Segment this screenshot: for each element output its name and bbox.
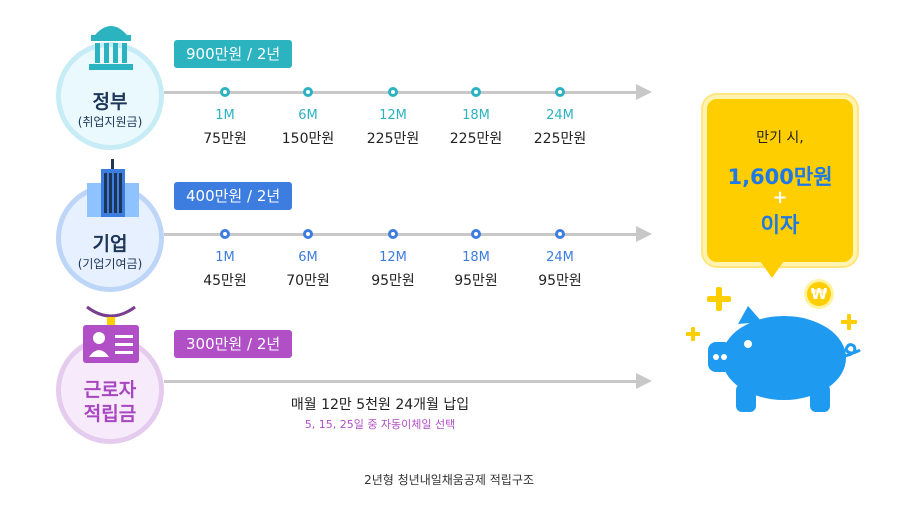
maturity-bubble: 만기 시, 1,600만원 + 이자 (703, 95, 857, 266)
milestone-label: 1M (195, 250, 255, 265)
milestone-label: 18M (446, 250, 506, 265)
government-subtitle: (취업지원금) (61, 113, 159, 130)
amount-label: 70만원 (268, 270, 348, 290)
amount-label: 150만원 (268, 128, 348, 148)
milestone-dot (303, 229, 313, 239)
government-timeline (164, 91, 638, 94)
company-total-pill: 400만원 / 2년 (174, 182, 292, 210)
milestone-dot (555, 87, 565, 97)
milestone-label: 18M (446, 108, 506, 123)
worker-total-pill: 300만원 / 2년 (174, 330, 292, 358)
amount-label: 45만원 (185, 270, 265, 290)
worker-payment-subnote: 5, 15, 25일 중 자동이체일 선택 (260, 416, 500, 432)
company-title: 기업 (61, 229, 159, 256)
milestone-label: 12M (363, 250, 423, 265)
milestone-dot (220, 229, 230, 239)
milestone-label: 6M (278, 250, 338, 265)
bubble-tail (758, 258, 786, 278)
id-card-icon (79, 305, 143, 365)
milestone-label: 12M (363, 108, 423, 123)
office-tower-icon (85, 159, 141, 219)
company-arrow (636, 226, 652, 242)
milestone-label: 24M (530, 250, 590, 265)
maturity-label: 만기 시, (707, 127, 853, 147)
worker-circle: 근로자 적립금 (56, 336, 164, 444)
building-icon (85, 19, 137, 71)
government-total-pill: 900만원 / 2년 (174, 40, 292, 68)
interest-label: 이자 (707, 209, 853, 239)
milestone-dot (220, 87, 230, 97)
worker-payment-note: 매월 12만 5천원 24개월 납입 (260, 394, 500, 414)
amount-label: 75만원 (185, 128, 265, 148)
milestone-dot (555, 229, 565, 239)
worker-title-line1: 근로자 (61, 375, 159, 402)
milestone-dot (471, 229, 481, 239)
milestone-label: 6M (278, 108, 338, 123)
amount-label: 225만원 (436, 128, 516, 148)
diagram-caption: 2년형 청년내일채움공제 적립구조 (0, 471, 898, 488)
amount-label: 225만원 (520, 128, 600, 148)
amount-label: 95만원 (520, 270, 600, 290)
milestone-label: 1M (195, 108, 255, 123)
company-timeline (164, 233, 638, 236)
milestone-dot (388, 229, 398, 239)
government-circle: 정부 (취업지원금) (56, 42, 164, 150)
worker-title-line2: 적립금 (61, 399, 159, 426)
milestone-dot (471, 87, 481, 97)
milestone-dot (388, 87, 398, 97)
government-title: 정부 (61, 87, 159, 114)
amount-label: 95만원 (353, 270, 433, 290)
worker-arrow (636, 373, 652, 389)
won-coin-icon: ₩ (804, 279, 834, 309)
worker-timeline (164, 380, 638, 383)
piggy-bank-icon (706, 306, 862, 416)
milestone-dot (303, 87, 313, 97)
amount-label: 225만원 (353, 128, 433, 148)
sparkle-icon (686, 327, 700, 341)
plus-sign: + (707, 187, 853, 208)
amount-label: 95만원 (436, 270, 516, 290)
government-arrow (636, 84, 652, 100)
company-circle: 기업 (기업기여금) (56, 184, 164, 292)
milestone-label: 24M (530, 108, 590, 123)
company-subtitle: (기업기여금) (61, 255, 159, 272)
